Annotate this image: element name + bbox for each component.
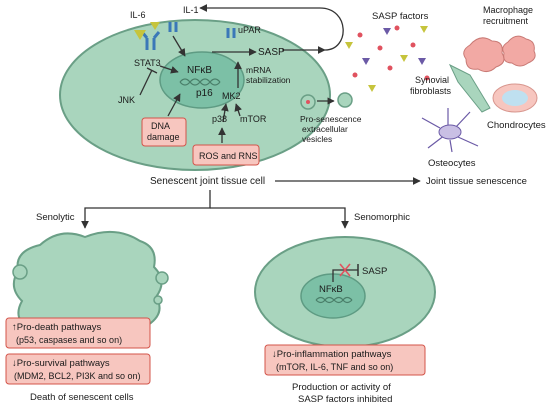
arrow-mtor-mk2 [234, 103, 242, 117]
vesicle-icon-2 [337, 92, 353, 108]
label-p38: p38 [212, 114, 227, 124]
sasp-particle-purple [362, 58, 370, 65]
label-nfkb: NFκB [187, 65, 212, 76]
chondrocyte-inner-icon [502, 90, 528, 106]
label-dna-1: DNA [151, 121, 170, 131]
label-senolytic: Senolytic [36, 212, 75, 223]
sasp-particle-purple [383, 28, 391, 35]
label-jnk: JNK [118, 95, 135, 105]
macrophage-icon [463, 37, 505, 73]
arrow-branch-senomorphic [210, 207, 349, 229]
il6-ligand-icon-2 [150, 22, 160, 30]
label-senomorphic: Senomorphic [354, 212, 410, 223]
label-death-of-cells: Death of senescent cells [30, 392, 134, 403]
label-vesicles-3: vesicles [302, 134, 332, 144]
label-pro-death-2: (p53, caspases and so on) [16, 335, 122, 345]
arrow-stat3-nfkb [159, 65, 179, 74]
label-dna-2: damage [147, 132, 180, 142]
arrow-receptor-nfkb [172, 35, 186, 57]
sasp-particle-yellow [368, 85, 376, 92]
upar-receptor-icon [226, 28, 236, 38]
label-vesicles-1: Pro-senescence [300, 114, 362, 124]
arrow-nfkb-sasp-blocked [332, 269, 358, 282]
sasp-particle-red [357, 32, 363, 38]
osteocyte-icon [421, 108, 479, 153]
label-seno-nfkb: NFκB [319, 284, 343, 295]
label-il1: IL-1 [183, 5, 199, 15]
label-sasp: SASP [258, 47, 285, 58]
sasp-particle-red [352, 72, 358, 78]
arrow-dna-p16 [167, 93, 181, 117]
dna-helix-icon-2 [179, 78, 221, 86]
label-pro-inflammation-2: (mTOR, IL-6, TNF and so on) [276, 362, 393, 372]
sasp-particle-red [387, 65, 393, 71]
sasp-particle-yellow [420, 26, 428, 33]
inhibit-jnk-stat3 [139, 67, 158, 96]
apoptotic-body-icon-2 [155, 271, 169, 285]
apoptotic-body-icon [12, 264, 28, 280]
arrow-p38-mk2 [220, 103, 229, 123]
apoptotic-body-icon-3 [153, 295, 163, 305]
sasp-particle-red [424, 75, 430, 81]
label-mrna-2: stabilization [246, 75, 291, 85]
blocked-x-icon [339, 263, 351, 277]
label-il6: IL-6 [130, 10, 146, 20]
label-mtor: mTOR [240, 114, 267, 124]
arrow-sasp-loop [199, 4, 344, 51]
pro-survival-box [5, 353, 151, 385]
label-synovial-2: fibroblasts [410, 86, 452, 96]
label-macrophage-2: recruitment [483, 16, 529, 26]
label-sasp-factors: SASP factors [372, 11, 429, 22]
label-stat3: STAT3 [134, 58, 161, 68]
vesicle-core-icon [306, 100, 310, 104]
cell-title: Senescent joint tissue cell [150, 176, 265, 187]
ros-box [192, 144, 260, 166]
label-ros: ROS and RNS [199, 151, 258, 161]
il6-receptor-icon [140, 31, 161, 50]
dna-damage-box [141, 117, 187, 147]
il1-receptor-icon [168, 22, 178, 32]
label-pro-survival-1: ↓Pro-survival pathways [12, 358, 110, 369]
pro-death-box [5, 317, 151, 349]
arrow-branch-senolytic [81, 190, 211, 229]
label-seno-sasp: SASP [362, 266, 387, 277]
label-mk2: MK2 [222, 91, 241, 101]
sasp-factor-particles [345, 25, 430, 92]
sasp-particle-red [410, 42, 416, 48]
label-p16: p16 [196, 88, 213, 99]
label-vesicles-2: extracellular [302, 124, 348, 134]
sasp-particle-purple [418, 58, 426, 65]
macrophage-icon-2 [502, 35, 536, 67]
label-chondrocytes: Chondrocytes [487, 120, 546, 131]
label-pro-survival-2: (MDM2, BCL2, PI3K and so on) [14, 371, 141, 381]
sasp-particle-yellow [345, 42, 353, 49]
label-mrna-1: mRNA [246, 65, 271, 75]
osteocyte-body-icon [438, 124, 462, 140]
label-upar: uPAR [238, 25, 261, 35]
sasp-particle-red [394, 25, 400, 31]
synovial-fibroblast-icon [448, 63, 491, 113]
il6-ligand-icon [134, 30, 146, 40]
label-pro-death-1: ↑Pro-death pathways [12, 322, 101, 333]
label-joint-senescence: Joint tissue senescence [426, 176, 527, 187]
label-osteocytes: Osteocytes [428, 158, 476, 169]
label-production-2: SASP factors inhibited [298, 394, 392, 405]
pro-inflammation-box [264, 344, 426, 376]
label-synovial-1: Synovial [415, 75, 449, 85]
sasp-particle-yellow [400, 55, 408, 62]
label-pro-inflammation-1: ↓Pro-inflammation pathways [272, 349, 392, 360]
label-production-1: Production or activity of [292, 382, 391, 393]
dna-helix-icon-4 [315, 296, 353, 304]
sasp-particle-red [377, 45, 383, 51]
label-macrophage-1: Macrophage [483, 5, 533, 15]
